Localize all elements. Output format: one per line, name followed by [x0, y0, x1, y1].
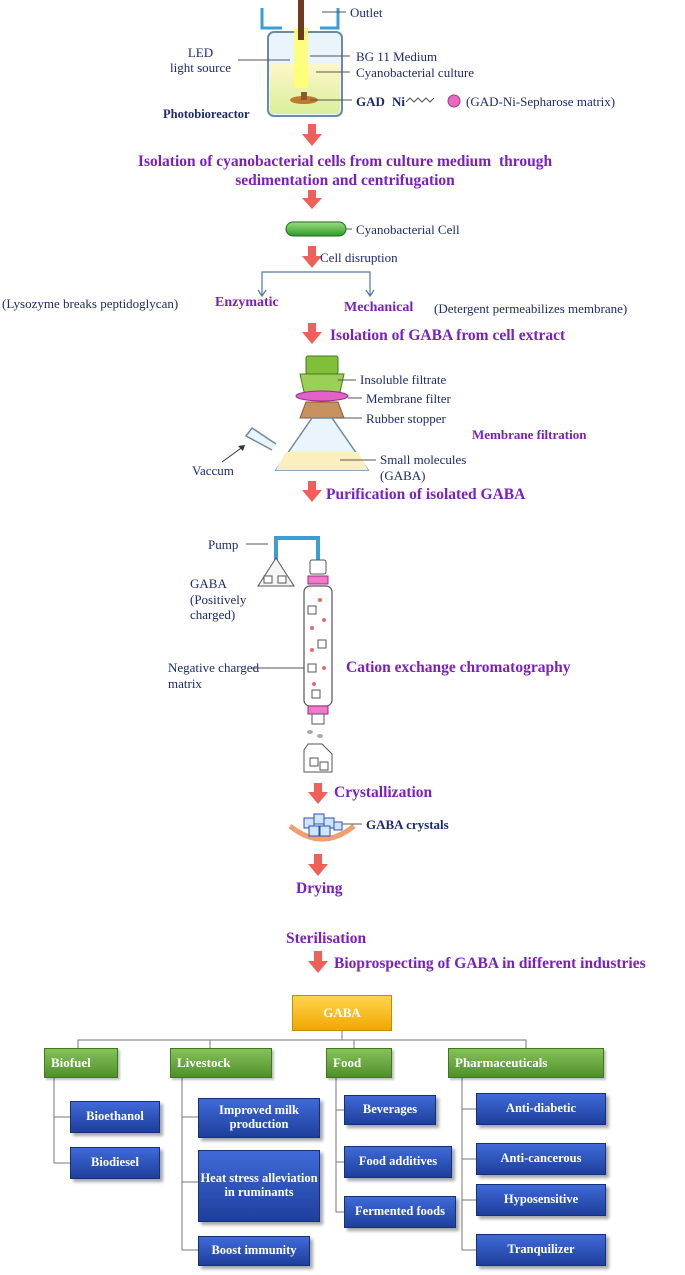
- step-sterilisation: Sterilisation: [286, 930, 367, 947]
- item-beverages: Beverages: [344, 1095, 436, 1125]
- cation-exchange-label: Cation exchange chromatography: [346, 659, 571, 676]
- step-purification: Purification of isolated GABA: [326, 486, 526, 503]
- category-livestock: Livestock: [170, 1048, 272, 1078]
- cyano-cell-label: Cyanobacterial Cell: [356, 222, 460, 237]
- item-fermented-foods: Fermented foods: [344, 1196, 456, 1228]
- culture-label: Cyanobacterial culture: [356, 65, 475, 80]
- membrane-filter-label: Membrane filter: [366, 391, 451, 406]
- enzymatic-label: Enzymatic: [215, 295, 279, 310]
- tree-connectors: [53, 1031, 527, 1251]
- step-drying: Drying: [296, 880, 343, 897]
- vaccum-label: Vaccum: [192, 463, 234, 478]
- gaba-root-box: GABA: [292, 995, 392, 1031]
- item-anti-diabetic: Anti-diabetic: [476, 1093, 606, 1125]
- gaba-positive-label: GABA (Positively charged): [190, 576, 247, 623]
- category-food: Food: [326, 1048, 392, 1078]
- outlet-label: Outlet: [350, 5, 383, 20]
- item-bioethanol: Bioethanol: [70, 1101, 160, 1133]
- detergent-label: (Detergent permeabilizes membrane): [434, 301, 628, 316]
- pump-label: Pump: [208, 537, 239, 552]
- gad-label: GAD: [356, 94, 385, 109]
- crystal-dish-illustration: [288, 813, 356, 842]
- step-crystallization: Crystallization: [334, 784, 433, 801]
- item-tranquilizer: Tranquilizer: [476, 1234, 606, 1266]
- ni-label: Ni: [392, 94, 405, 109]
- cell-disruption-label: Cell disruption: [320, 250, 398, 265]
- item-improved-milk: Improved milk production: [198, 1098, 320, 1138]
- membrane-filtration-label: Membrane filtration: [472, 427, 587, 442]
- item-boost-immunity: Boost immunity: [198, 1236, 310, 1266]
- item-hyposensitive: Hyposensitive: [476, 1184, 606, 1216]
- chromatography-setup: [257, 536, 333, 773]
- filtration-apparatus: [244, 355, 370, 471]
- negative-matrix-label: Negative charged matrix: [168, 660, 260, 691]
- photobioreactor-label: Photobioreactor: [163, 107, 250, 121]
- bg11-label: BG 11 Medium: [356, 49, 438, 64]
- flow-arrows: [302, 124, 328, 973]
- category-pharmaceuticals: Pharmaceuticals: [448, 1048, 604, 1078]
- sepharose-bead-icon: [447, 94, 461, 108]
- lysozyme-label: (Lysozyme breaks peptidoglycan): [2, 296, 179, 311]
- category-biofuel: Biofuel: [44, 1048, 118, 1078]
- item-heat-stress: Heat stress alleviation in ruminants: [198, 1150, 320, 1222]
- vaccum-arrow: [221, 445, 245, 463]
- item-biodiesel: Biodiesel: [70, 1147, 160, 1179]
- insoluble-filtrate-label: Insoluble filtrate: [360, 372, 447, 387]
- small-molecules-label: Small molecules (GABA): [380, 452, 467, 483]
- cyanobacterial-cell-icon: [285, 221, 347, 237]
- step-bioprospecting: Bioprospecting of GABA in different indu…: [334, 955, 646, 972]
- mechanical-label: Mechanical: [344, 300, 414, 315]
- item-anti-cancerous: Anti-cancerous: [476, 1143, 606, 1175]
- step-isolation-gaba: Isolation of GABA from cell extract: [330, 327, 566, 344]
- led-label: LED light source: [170, 45, 232, 75]
- item-food-additives: Food additives: [344, 1146, 452, 1178]
- step-isolation-cells: Isolation of cyanobacterial cells from c…: [137, 153, 553, 190]
- disruption-branch-lines: [257, 271, 375, 298]
- rubber-stopper-label: Rubber stopper: [366, 411, 446, 426]
- photobioreactor-illustration: [260, 0, 343, 117]
- gaba-crystals-label: GABA crystals: [366, 817, 449, 832]
- linker-zigzag: [405, 97, 435, 103]
- matrix-label: (GAD-Ni-Sepharose matrix): [466, 94, 616, 109]
